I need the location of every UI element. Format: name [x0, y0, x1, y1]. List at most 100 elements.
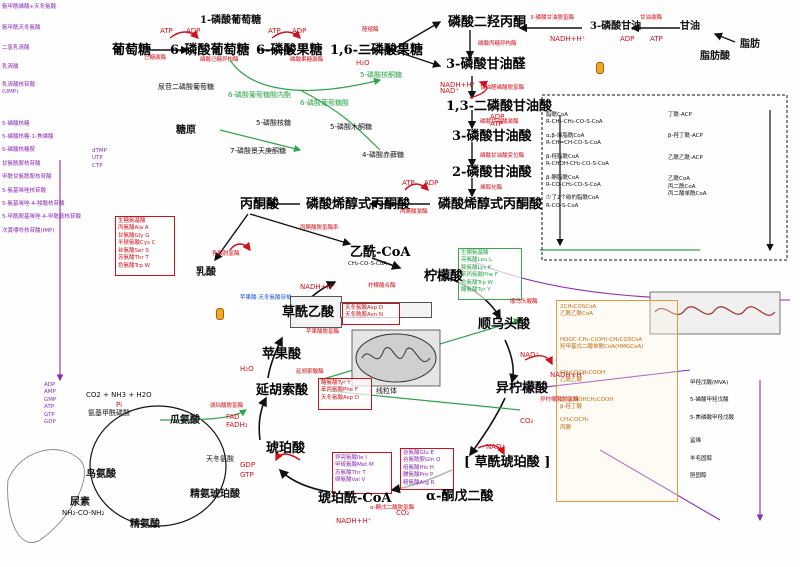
glycogen: 糖原 [176, 125, 196, 136]
chol-mva-5p: 5-磷酸甲羟戊酸 [690, 397, 729, 404]
pi-label: Pi [116, 401, 123, 409]
amino-met: 甲硫氨酸Met M [335, 462, 374, 469]
atp-label-3: ATP [490, 120, 503, 128]
amino-thr: 苏氨酸Thr T [118, 255, 149, 262]
enzyme-akgdh: α-酮戊二酸脱氢酶 [370, 505, 415, 511]
enzyme-mdh: 苹果酸脱氢酶 [306, 329, 340, 335]
amino-thr-2: 苏氨酸Thr T [335, 469, 366, 476]
glyceraldehyde-3-phosphate: 3-磷酸甘油醛 [446, 57, 526, 72]
3-phosphoglycerate: 3-磷酸甘油酸 [452, 129, 532, 144]
alpha-ketoglutarate: α-酮戊二酸 [426, 489, 494, 504]
ornithine: 鸟氨酸 [86, 469, 116, 480]
ketone-acetone-formula: CH₃COCH₃ [560, 417, 589, 424]
nuc-gmp: GMP [44, 396, 57, 403]
ketone-acetoacetyl-coa: 乙酰乙酰CoA [560, 311, 593, 318]
enzyme-pdh: 丙酮酸脱氢酶系 [300, 225, 339, 231]
shuttle-marker [216, 308, 224, 320]
ketone-acetyl-coa: 2CH₃COSCoA [560, 304, 597, 310]
fa-acetyl-coa: 乙酰CoA [668, 176, 690, 183]
fa-enoyl-coa: α,β-烯脂酰CoA [546, 132, 585, 139]
fa-acyl-coa: 脂酰CoA [546, 112, 568, 118]
chol-mva-5pp: 5-焦磷酸甲羟戊酸 [690, 414, 734, 421]
gtp-label: GTP [240, 471, 254, 479]
enzyme-enolase: 烯醇化酶 [480, 185, 503, 191]
pyruvate-amino-box [115, 216, 175, 276]
purine-triphosphates: ADP AMP GMP ATP GTP GDP [44, 382, 56, 427]
nuc-item-13: 5-氨基咪唑核苷酸 [2, 187, 46, 194]
pentose-xylulose: 5-磷酸木酮糖 [330, 123, 372, 131]
nuc-item-9: 5-磷酸核糖-1-焦磷酸 [2, 133, 54, 140]
ketone-panel [556, 300, 678, 502]
carbamoyl-phosphate: 氨基甲酰磷酸 [88, 409, 130, 417]
ketone-hydroxybutyrate-formula: CH₃CHOHCH₂COOH [560, 396, 614, 403]
nuc-dtmp: dTMP [92, 148, 107, 154]
ketone-acetoacetate-formula: CH₃COCH₂COOH [560, 369, 606, 376]
amino-cys: 半胱氨酸Cys C [118, 240, 156, 247]
fa-synthesis-list: 丁酰-ACP β-羟丁酰-ACP 乙酰乙酰-ACP 乙酰CoA 丙二酰CoA 丙… [668, 112, 706, 199]
nucleotide-pathway-list: 氨甲酰磷酸+天冬氨酸 氨甲酰天冬氨酸 二氢乳清酸 乳清酸 乳清酸核苷酸 (UMP… [2, 4, 81, 235]
pentose-sedoheptulose: 7-磷酸景天庚酮糖 [230, 147, 286, 155]
water-label-1: H₂O [240, 365, 254, 373]
amino-lys: 赖氨酸Lys K [461, 264, 492, 271]
cholesterol-list: 甲羟戊酸(MVA) 5-磷酸甲羟戊酸 5-焦磷酸甲羟戊酸 鲨烯 羊毛固醇 胆固醇 [690, 380, 734, 481]
nadh-label-5: NADH+H⁺ [336, 517, 372, 525]
atp-label-1: ATP [160, 27, 173, 35]
enzyme-hexokinase: 己糖激酶 [144, 55, 167, 61]
glycerol-3-phosphate: 3-磷酸甘油 [590, 21, 642, 32]
amino-trp-2: 色氨酸Trp W [461, 279, 493, 286]
enzyme-sdh: 琥珀酸脱氢酶 [210, 403, 244, 409]
liver-sketch [7, 449, 85, 543]
fatty-acid: 脂肪酸 [700, 51, 730, 62]
nuc-adp: ADP [44, 382, 56, 388]
amino-glu: 谷氨酸Glu E [403, 450, 434, 456]
amino-tyr: 酪氨酸Tyr Y [321, 380, 351, 386]
fa-ketoacyl-formula: R-CO-CH₂-CO-S-CoA [546, 181, 601, 188]
chol-squalene: 鲨烯 [690, 438, 702, 445]
nadh-label-4: NADH+H⁺ [550, 371, 586, 379]
ketone-list: 2CH₃COSCoA 乙酰乙酰CoA HOOC-CH₂-C(OH)-CH₂COS… [560, 304, 643, 432]
nuc-item-16: 次黄嘌呤核苷酸(IMP) [2, 227, 55, 234]
membrane-picture [649, 291, 781, 335]
nuc-item-0: 氨甲酰天冬氨酸 [2, 25, 41, 32]
phosphoenolpyruvate: 磷酸烯醇式丙酮酸 [306, 197, 411, 212]
nuc-ctp: CTP [92, 162, 103, 169]
water-label-2: H₂O [356, 59, 370, 67]
acetyl-amino-list: 生酮氨基酸 亮氨酸Leu L 赖氨酸Lys K 苯丙氨酸Phe F 色氨酸Trp… [461, 250, 498, 295]
enzyme-glycerol-kinase: 甘油激酶 [640, 15, 663, 21]
glucose: 葡萄糖 [112, 43, 152, 58]
malate: 苹果酸 [262, 347, 302, 362]
lactate: 乳酸 [196, 267, 216, 278]
amino-asp: 天冬氨酸Asp D [345, 305, 384, 311]
amino-ser: 丝氨酸Ser S [118, 247, 149, 254]
fa-enoyl-coa-formula: R-CH=CH-CO-S-CoA [546, 140, 601, 147]
dihydroxyacetone-phosphate: 磷酸二羟丙酮 [448, 15, 527, 30]
enzyme-pgm: 磷酸甘油酸变位酶 [480, 153, 525, 159]
glycerol: 甘油 [680, 21, 700, 32]
ketone-acetoacetate: 乙酰乙酸 [560, 377, 583, 384]
akg-amino-list: 谷氨酸Glu E 谷氨酰胺Gln Q 组氨酸His H 脯氨酸Pro P 精氨酸… [403, 450, 440, 487]
enzyme-aldolase: 醛缩酶 [362, 27, 379, 33]
co2-label-2: CO₂ [396, 509, 410, 517]
nuc-item-1: 二氢乳清酸 [2, 44, 30, 51]
nuc-item-11: 甘氨酰胺核苷酸 [2, 160, 41, 167]
enzyme-g3pdh: 3-磷酸甘油脱氢酶 [530, 15, 574, 21]
succinyl-amino-box [332, 452, 392, 494]
adp-label-5: ADP [620, 35, 635, 43]
ketone-hmg-formula: HOOC-CH₂-C(OH)-CH₂COSCoA [560, 336, 643, 343]
glucose-6-phosphate: 6-磷酸葡萄糖 [170, 43, 250, 58]
adp-label-2: ADP [292, 27, 307, 35]
2-phosphoglycerate: 2-磷酸甘油酸 [452, 165, 532, 180]
nuc-item-12: 甲酰甘氨酰胺核苷酸 [2, 174, 52, 181]
succinyl-amino-list: 异亮氨酸Ile I 甲硫氨酸Met M 苏氨酸Thr T 缬氨酸Val V [335, 455, 374, 485]
nadh-label-2: NADH+H⁺ [550, 35, 586, 43]
pentose-gluconolactone: 6-磷酸葡萄糖酸内酯 [228, 91, 291, 99]
acetyl-coa-formula: CH₃-CO-S-CoA [348, 261, 387, 267]
argininosuccinate: 精氨琥珀酸 [190, 489, 240, 500]
enzyme-gapdh: 甘油醛磷酸脱氢酶 [480, 85, 525, 91]
oaa-amino-list: 天冬氨酸Asp D 天冬酰胺Asn N [345, 305, 383, 320]
fat: 脂肪 [740, 39, 760, 50]
red-regulation [169, 30, 553, 462]
nucleotide-header: 氨甲酰磷酸+天冬氨酸 [2, 4, 57, 10]
